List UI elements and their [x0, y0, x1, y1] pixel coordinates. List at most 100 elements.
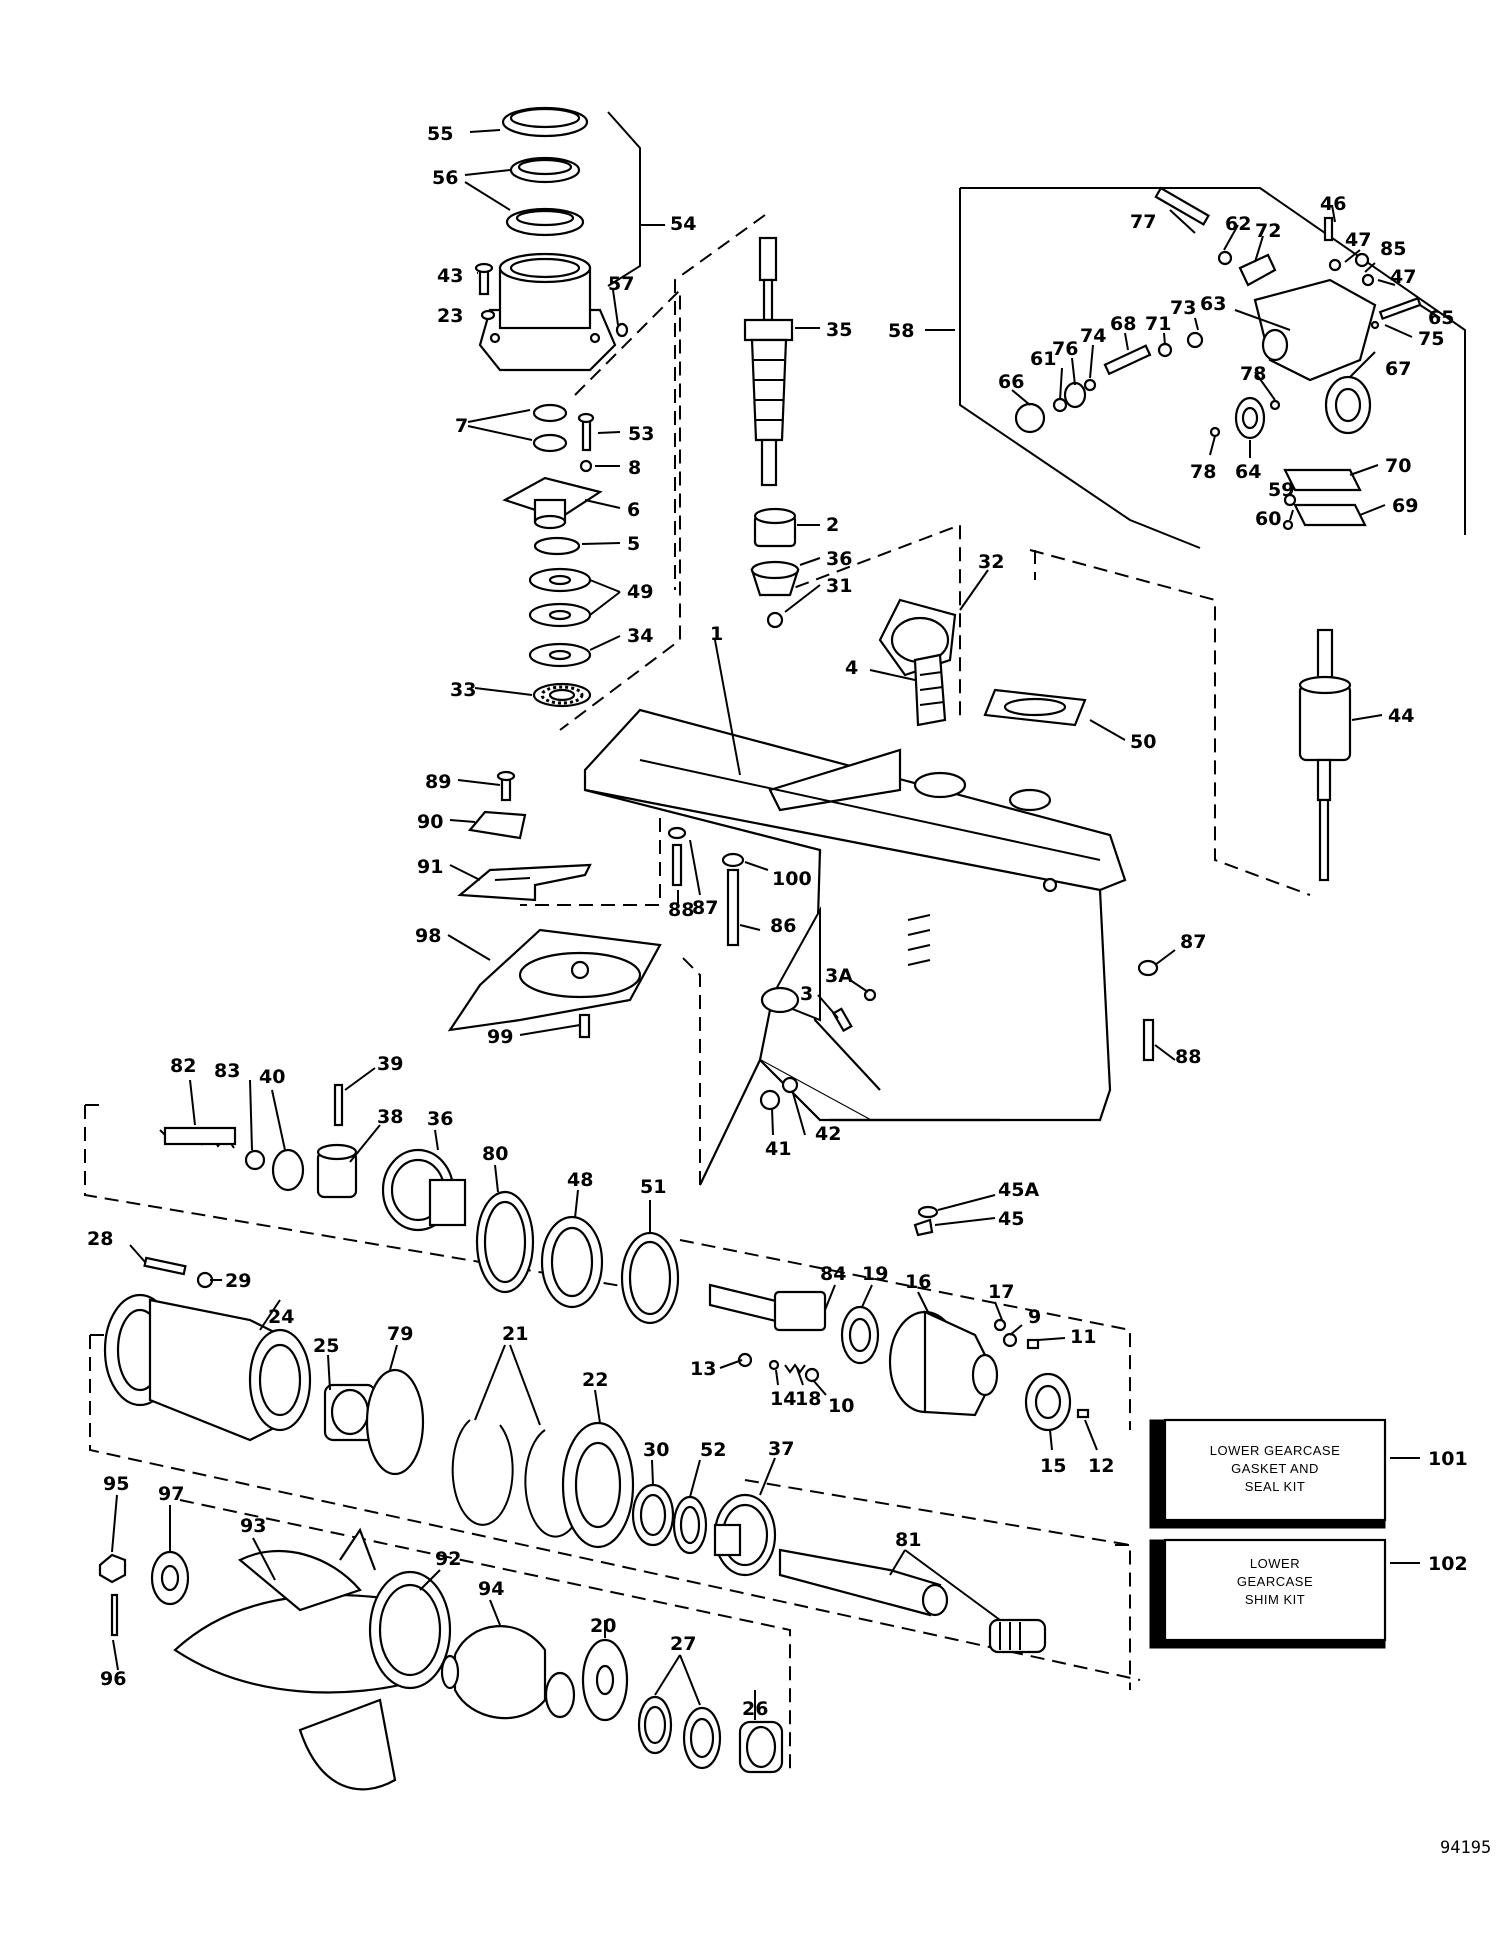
- part-41-plug: [759, 1089, 781, 1111]
- callout-4: 4: [845, 657, 858, 679]
- callout-3a: 3A: [825, 965, 853, 987]
- part-87-washer-left: [667, 826, 687, 840]
- part-57-pin: [615, 322, 629, 338]
- part-22-plate: [561, 1421, 635, 1549]
- part-36-forward-gear: [381, 1148, 467, 1232]
- part-72-gasket: [1238, 253, 1277, 287]
- part-47-washer-b: [1361, 273, 1375, 287]
- part-42-washer: [781, 1076, 799, 1094]
- part-26-bearing: [738, 1720, 784, 1774]
- callout-61: 61: [1030, 348, 1056, 370]
- part-29-washer: [196, 1271, 214, 1289]
- callout-86: 86: [770, 915, 796, 937]
- part-86-stud: [726, 868, 740, 947]
- part-76-spring: [1063, 381, 1087, 409]
- callout-67: 67: [1385, 358, 1411, 380]
- leader-lines: [111, 129, 1441, 1720]
- part-66-cup: [1014, 402, 1046, 434]
- part-31-nut: [766, 611, 784, 629]
- callout-33: 33: [450, 679, 476, 701]
- part-98-anode-plate: [447, 928, 662, 1032]
- part-89-bolt: [496, 770, 516, 802]
- callout-32: 32: [978, 551, 1004, 573]
- callout-30: 30: [643, 1439, 669, 1461]
- callout-93: 93: [240, 1515, 266, 1537]
- callout-18: 18: [795, 1388, 821, 1410]
- part-34-thrust-washer: [528, 642, 592, 668]
- part-46-bolt: [1323, 216, 1334, 242]
- part-88-stud-left: [671, 843, 683, 887]
- part-87-nut-right: [1137, 959, 1159, 977]
- callout-labels: 55 56 54 43 23 57 7 53 8 6 5 49 34 33 35…: [87, 123, 1468, 1720]
- part-69-plate: [1293, 503, 1367, 527]
- part-78-pin-a: [1269, 399, 1281, 411]
- callout-9: 9: [1028, 1306, 1041, 1328]
- callout-56: 56: [432, 167, 458, 189]
- callout-7: 7: [455, 415, 468, 437]
- part-9-screw: [1002, 1332, 1018, 1348]
- part-3-screw: [832, 1007, 853, 1033]
- callout-28: 28: [87, 1228, 113, 1250]
- part-2-bearing: [753, 507, 797, 548]
- callout-87-left: 87: [692, 897, 718, 919]
- callout-34: 34: [627, 625, 653, 647]
- callout-63: 63: [1200, 293, 1226, 315]
- part-18-spring: [784, 1363, 806, 1374]
- callout-45a: 45A: [998, 1179, 1039, 1201]
- callout-76: 76: [1052, 338, 1078, 360]
- part-83-detent: [244, 1149, 266, 1171]
- callout-23: 23: [437, 305, 463, 327]
- part-82-spring: [159, 1126, 237, 1149]
- callout-36-top: 36: [826, 548, 852, 570]
- part-70-gasket: [1283, 468, 1362, 492]
- callout-89: 89: [425, 771, 451, 793]
- part-44-shift-rod: [1298, 628, 1352, 882]
- part-28-bolt: [143, 1256, 187, 1276]
- callout-99: 99: [487, 1026, 513, 1048]
- part-11-pin: [1026, 1338, 1040, 1350]
- callout-42: 42: [815, 1123, 841, 1145]
- part-78-pin-b: [1209, 426, 1221, 438]
- callout-19: 19: [862, 1263, 888, 1285]
- kit-101-line-3: SEAL KIT: [1245, 1479, 1306, 1494]
- callout-16: 16: [905, 1271, 931, 1293]
- part-30-washer: [631, 1483, 675, 1547]
- callout-102: 102: [1428, 1553, 1468, 1575]
- part-90-bracket: [467, 810, 527, 840]
- callout-92: 92: [435, 1548, 461, 1570]
- part-15-shift-cam: [1024, 1372, 1072, 1432]
- part-65-pin: [1378, 296, 1422, 321]
- kit-102-line-1: LOWER: [1250, 1556, 1300, 1571]
- callout-80: 80: [482, 1143, 508, 1165]
- callout-31: 31: [826, 575, 852, 597]
- callout-22: 22: [582, 1369, 608, 1391]
- callout-84: 84: [820, 1263, 846, 1285]
- callout-36-row: 36: [427, 1108, 453, 1130]
- callout-40: 40: [259, 1066, 285, 1088]
- callout-29: 29: [225, 1270, 251, 1292]
- kit-text: LOWER GEARCASE GASKET AND SEAL KIT LOWER…: [1210, 1443, 1340, 1607]
- part-17-ball: [993, 1318, 1007, 1332]
- part-55-seal-ring: [501, 106, 589, 138]
- part-19-bearing: [840, 1305, 880, 1365]
- part-47-washer-a: [1328, 258, 1342, 272]
- kit-box-101: [1149, 1418, 1420, 1529]
- callout-74: 74: [1080, 325, 1106, 347]
- callout-98: 98: [415, 925, 441, 947]
- callout-95: 95: [103, 1473, 129, 1495]
- part-54-bearing-housing: [478, 252, 617, 372]
- kit-102-line-3: SHIM KIT: [1245, 1592, 1305, 1607]
- callout-21: 21: [502, 1323, 528, 1345]
- callout-68: 68: [1110, 313, 1136, 335]
- part-73-ring: [1186, 331, 1204, 349]
- part-96-cotter-pin: [110, 1593, 119, 1637]
- kit-102-line-2: GEARCASE: [1237, 1574, 1313, 1589]
- part-62-screw: [1217, 250, 1233, 266]
- callout-88-left: 88: [668, 899, 694, 921]
- part-24-bearing-carrier: [103, 1293, 312, 1442]
- callout-70: 70: [1385, 455, 1411, 477]
- callout-96: 96: [100, 1668, 126, 1690]
- part-36-pinion-gear: [750, 560, 800, 597]
- callout-6: 6: [627, 499, 640, 521]
- part-52-washer: [672, 1495, 708, 1555]
